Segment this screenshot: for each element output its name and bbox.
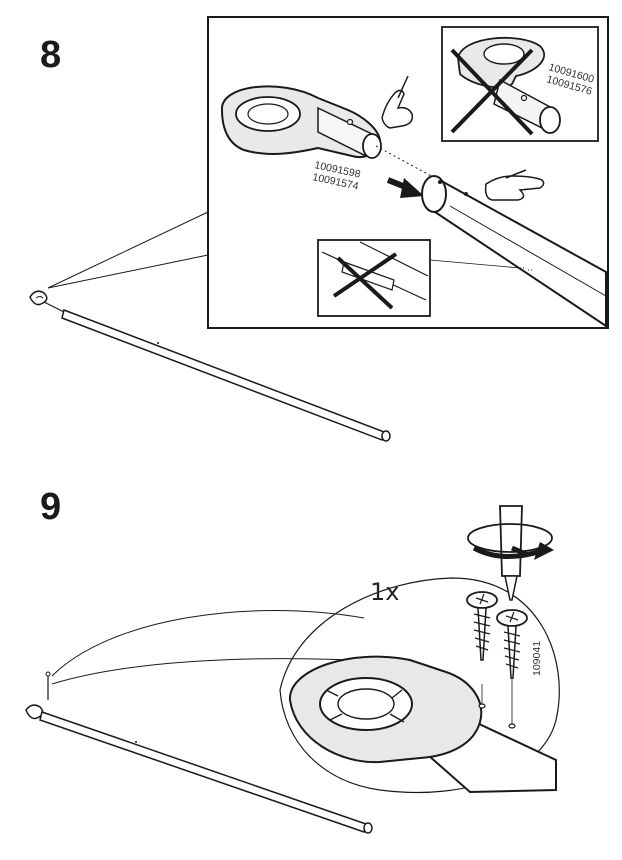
callout-line: [51, 609, 365, 677]
screwdriver-icon: [467, 505, 554, 601]
rod-overview: [29, 290, 391, 442]
arrow-right-icon: [386, 177, 424, 198]
wrong-orientation-inset: 10091600 10091576: [441, 26, 599, 142]
rod-overview: [25, 671, 373, 834]
tube-detail: [421, 175, 607, 328]
connector-installed: [288, 655, 557, 794]
step-8-illustration: 10091598 10091574: [29, 16, 609, 442]
cross-icon: [450, 48, 534, 134]
screw-part-number: 109041: [531, 641, 543, 676]
step-number-8: 8: [40, 34, 62, 76]
step-number-9: 9: [40, 486, 62, 528]
wrong-slot-inset: [317, 239, 521, 317]
cross-icon: [332, 252, 398, 298]
cross-icon: [336, 256, 394, 310]
part-numbers-connector: 10091598 10091574: [311, 159, 361, 192]
hand-pointer-icon: [381, 75, 414, 129]
connector-piece: [220, 85, 382, 159]
hand-pointer-icon: [484, 169, 545, 201]
quantity-label: 1x: [370, 578, 399, 606]
callout-line: [47, 254, 209, 289]
screw-icon: [496, 609, 528, 679]
rotate-arrow-icon: [534, 542, 554, 560]
detail-circle: [279, 577, 560, 794]
detail-frame: [207, 16, 609, 329]
screw-icon: [466, 591, 498, 661]
callout-line: [51, 658, 351, 685]
callout-line: [429, 259, 521, 269]
step-9-illustration: 1x 109041: [25, 505, 560, 834]
callout-line: [47, 211, 209, 289]
